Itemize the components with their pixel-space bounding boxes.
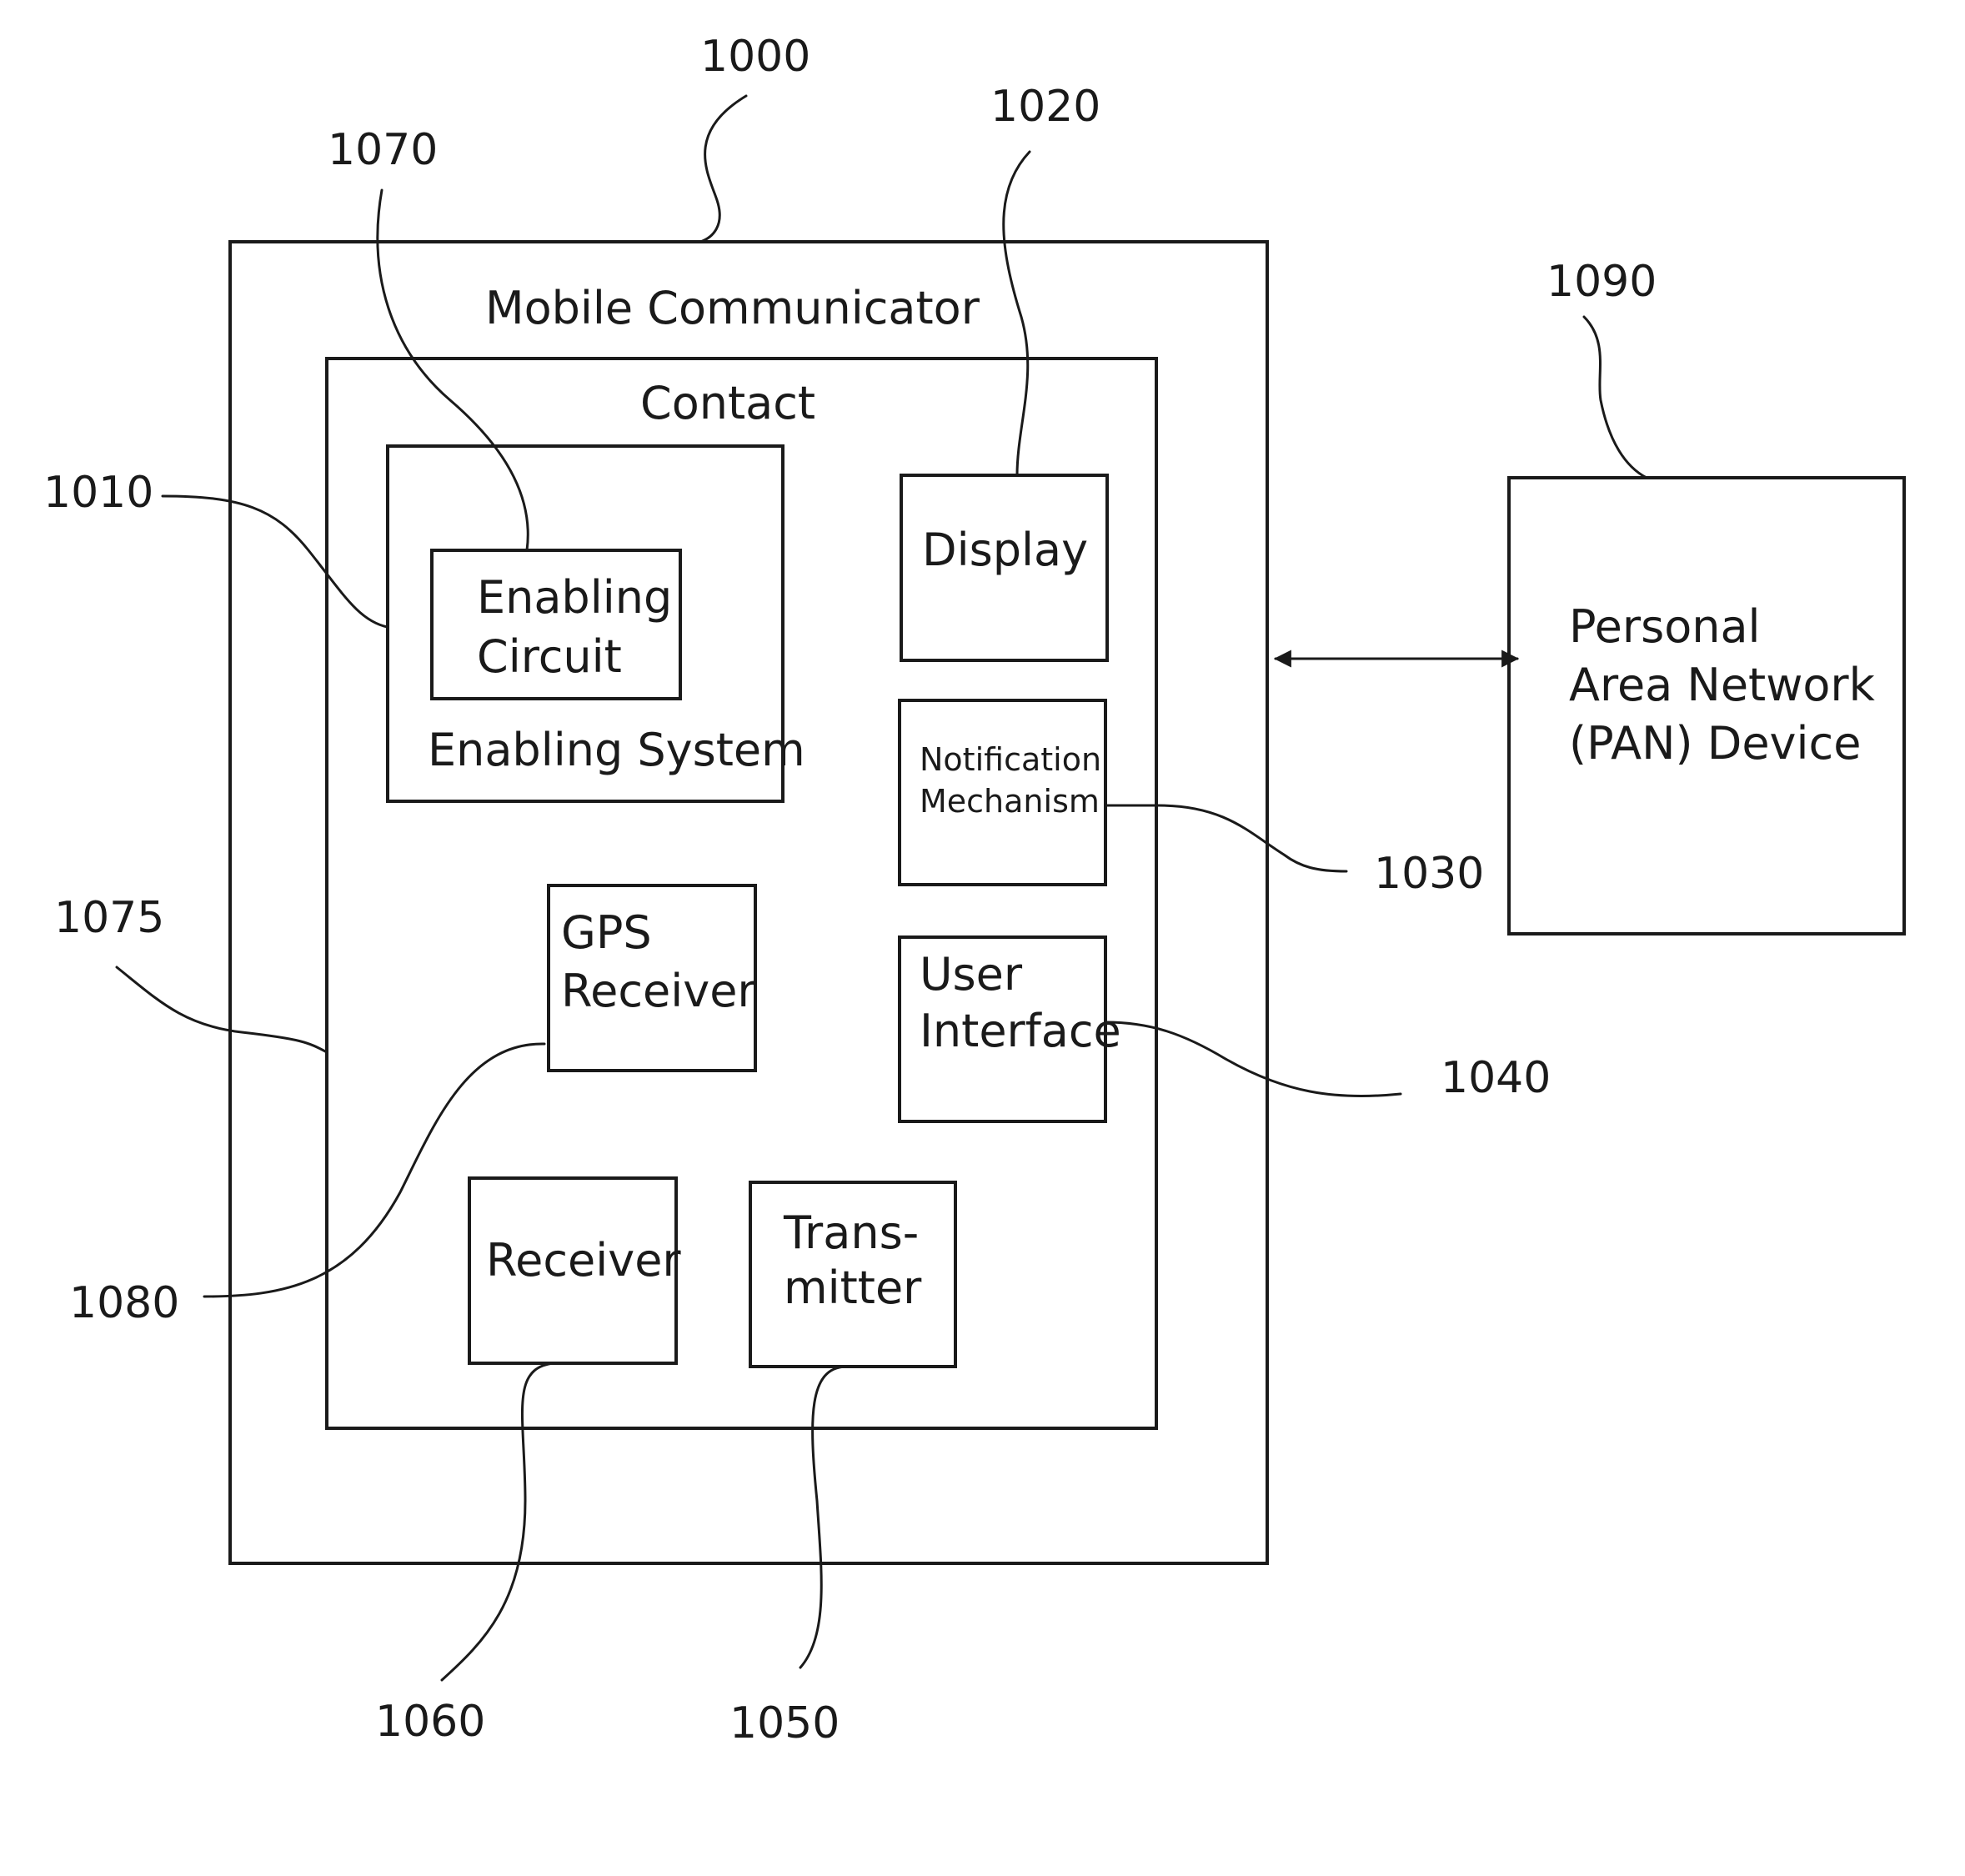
enabling-circuit-label-line2: Circuit xyxy=(477,630,622,683)
notification-mechanism-label-line1: Notification xyxy=(920,741,1101,778)
transmitter-label-line1: Trans- xyxy=(783,1206,919,1259)
user-interface-label-line2: Interface xyxy=(920,1005,1121,1057)
contact-label: Contact xyxy=(640,377,815,429)
enabling-circuit-label-line1: Enabling xyxy=(477,571,672,624)
leader-1075 xyxy=(117,967,327,1052)
ref-1090: 1090 xyxy=(1546,257,1657,307)
ref-1075: 1075 xyxy=(54,893,164,943)
pan-device-label-line2: Area Network xyxy=(1569,659,1876,711)
ref-1060: 1060 xyxy=(375,1697,485,1747)
pan-device-label-line3: (PAN) Device xyxy=(1569,717,1861,770)
pan-device-label-line1: Personal xyxy=(1569,600,1761,653)
enabling-system-label: Enabling System xyxy=(428,724,805,776)
ref-1070: 1070 xyxy=(328,125,438,175)
ref-1080: 1080 xyxy=(69,1278,179,1328)
leader-1010 xyxy=(163,496,388,627)
leader-1000 xyxy=(700,96,746,242)
leader-1040 xyxy=(1105,1022,1401,1096)
leader-1030 xyxy=(1105,805,1346,871)
notification-mechanism-label-line2: Mechanism xyxy=(920,783,1100,820)
user-interface-label-line1: User xyxy=(920,948,1023,1001)
ref-1000: 1000 xyxy=(700,32,810,82)
ref-1010: 1010 xyxy=(43,468,153,518)
ref-1030: 1030 xyxy=(1374,849,1484,899)
receiver-label: Receiver xyxy=(486,1234,681,1287)
ref-1050: 1050 xyxy=(729,1698,840,1748)
leader-1050 xyxy=(800,1367,846,1668)
leader-1020 xyxy=(1004,152,1030,475)
contact-box xyxy=(327,359,1156,1428)
transmitter-label-line2: mitter xyxy=(784,1262,922,1314)
ref-1040: 1040 xyxy=(1441,1053,1551,1103)
gps-receiver-label-line1: GPS xyxy=(561,906,652,959)
ref-1020: 1020 xyxy=(990,82,1100,132)
gps-receiver-label-line2: Receiver xyxy=(561,965,756,1017)
display-label: Display xyxy=(922,524,1088,576)
mobile-communicator-label: Mobile Communicator xyxy=(485,282,980,334)
leader-1090 xyxy=(1584,317,1647,478)
leader-1070 xyxy=(378,190,528,550)
leader-1060 xyxy=(442,1363,554,1680)
